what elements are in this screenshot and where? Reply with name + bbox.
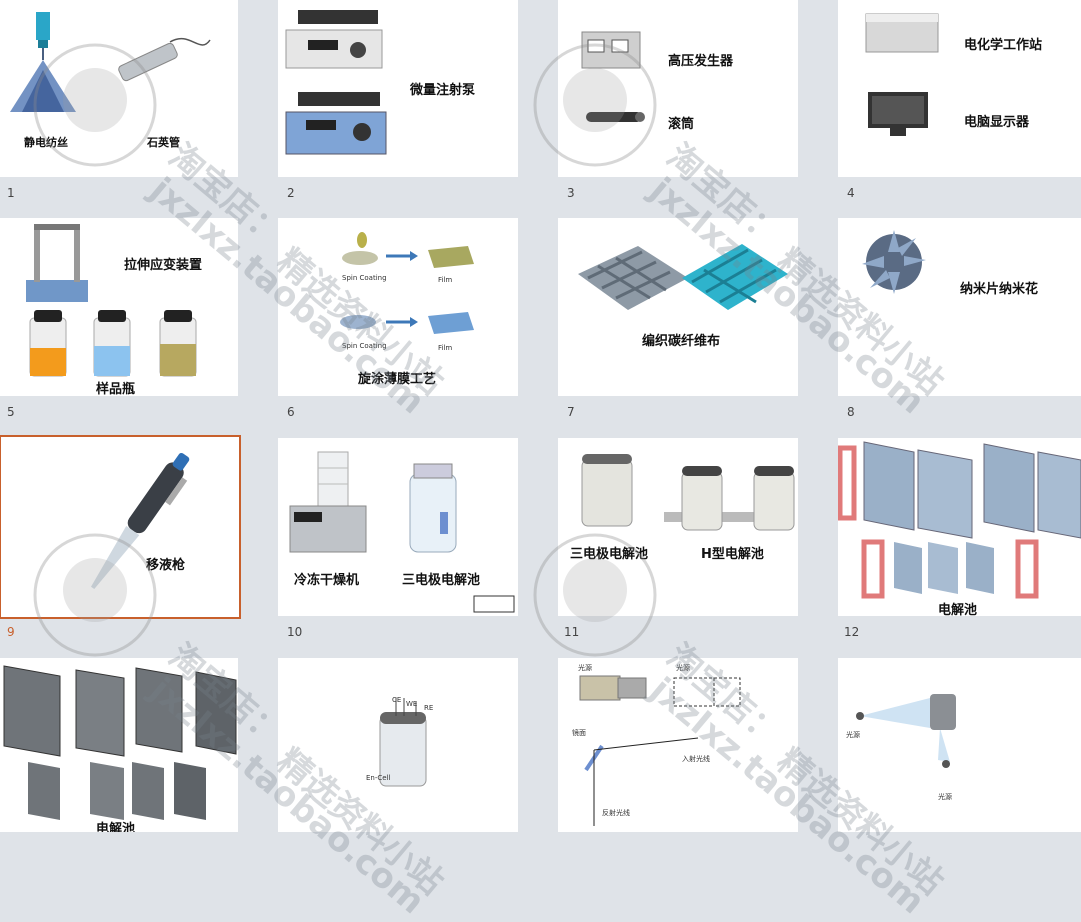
slide-14-re-label: RE	[424, 704, 434, 712]
slide-6-film-label-1: Film	[438, 276, 453, 284]
slide-16-source-2: 光源	[938, 793, 952, 801]
slide-thumbnail-10[interactable]: 冷冻干燥机 三电极电解池	[278, 438, 518, 616]
slide-number-3: 3	[567, 186, 575, 200]
slide-6-label-spin-process: 旋涂薄膜工艺	[358, 372, 437, 387]
slide-15-source-1: 光源	[578, 664, 592, 672]
slide-thumbnail-5[interactable]: 拉伸应变装置 样品瓶	[0, 218, 238, 396]
electrolyzer-exploded-illustration	[838, 441, 1081, 599]
slide-thumbnail-13[interactable]: 电解池	[0, 658, 238, 832]
slide-thumbnail-16[interactable]: 光源 光源	[838, 658, 1081, 832]
slide-4-label-monitor: 电脑显示器	[964, 115, 1030, 130]
slide-5-label-bottles: 样品瓶	[96, 382, 136, 396]
slide-number-5: 5	[7, 405, 15, 419]
slide-16-source-1: 光源	[846, 731, 860, 739]
slide-3-label-hv-generator: 高压发生器	[668, 54, 734, 69]
slide-15-source-2: 光源	[676, 664, 690, 672]
slide-number-9: 9	[7, 625, 15, 639]
slide-number-12: 12	[844, 625, 860, 639]
slide-13-label-electrolyzer: 电解池	[96, 822, 136, 832]
slide-thumbnail-2[interactable]: 微量注射泵	[278, 0, 518, 177]
slide-10-label-three-electrode: 三电极电解池	[402, 573, 481, 588]
spin-coating-illustration	[340, 232, 474, 334]
syringe-pump-illustration	[285, 10, 387, 155]
slide-thumbnail-3[interactable]: 高压发生器 滚筒	[558, 0, 798, 177]
slide-3-label-roller: 滚筒	[668, 117, 695, 132]
electrolytic-cells-illustration	[581, 454, 795, 531]
slide-6-film-label-2: Film	[438, 344, 453, 352]
slide-6-spin-label-1: Spin Coating	[342, 274, 387, 282]
slide-number-8: 8	[847, 405, 855, 419]
carbon-cloth-illustration	[578, 244, 788, 310]
slide-14-ce-label: CE	[392, 696, 402, 704]
slide-9-label-pipette: 移液枪	[146, 558, 186, 573]
slide-1-label-electrospinning: 静电纺丝	[24, 136, 68, 149]
light-source-illustration	[856, 694, 956, 768]
slide-thumbnail-1[interactable]: 静电纺丝 石英管	[0, 0, 238, 177]
slide-14-we-label: WE	[406, 700, 418, 708]
tensile-and-bottles-illustration	[26, 224, 197, 377]
slide-number-4: 4	[847, 186, 855, 200]
freeze-dryer-illustration	[289, 451, 515, 613]
slide-thumbnail-4[interactable]: 电化学工作站 电脑显示器	[838, 0, 1081, 177]
slide-thumbnail-8[interactable]: 纳米片纳米花	[838, 218, 1081, 396]
optics-illustration	[579, 675, 741, 826]
slide-4-label-workstation: 电化学工作站	[964, 38, 1043, 53]
slide-number-6: 6	[287, 405, 295, 419]
slide-6-spin-label-2: Spin Coating	[342, 342, 387, 350]
slide-15-incident: 入射光线	[682, 755, 710, 763]
slide-thumbnail-7[interactable]: 编织碳纤维布	[558, 218, 798, 396]
slide-1-label-quartz-tube: 石英管	[147, 136, 180, 149]
electrospinning-illustration	[10, 12, 211, 112]
slide-7-label-carbon-cloth: 编织碳纤维布	[642, 334, 721, 349]
slide-2-label-syringe-pump: 微量注射泵	[410, 83, 476, 98]
slide-14-en-label: En-Cell	[366, 774, 391, 782]
slide-number-2: 2	[287, 186, 295, 200]
slide-10-label-freeze-dryer: 冷冻干燥机	[294, 573, 360, 588]
slide-15-mirror: 镜面	[572, 729, 586, 737]
slide-number-11: 11	[564, 625, 580, 639]
slide-thumbnail-15[interactable]: 光源 光源 镜面 入射光线 反射光线	[558, 658, 798, 832]
slide-number-7: 7	[567, 405, 575, 419]
nanoflower-illustration	[862, 230, 926, 294]
slide-number-10: 10	[287, 625, 303, 639]
slide-11-label-h-cell: H型电解池	[701, 547, 764, 562]
pipette-illustration	[91, 452, 190, 590]
slide-8-label-nanoflower: 纳米片纳米花	[960, 282, 1039, 297]
slide-thumbnail-11[interactable]: 三电极电解池 H型电解池	[558, 438, 798, 616]
slide-thumbnail-6[interactable]: Spin Coating Film Spin Coating Film 旋涂薄膜…	[278, 218, 518, 396]
workstation-illustration	[865, 13, 939, 136]
slide-number-1: 1	[7, 186, 15, 200]
high-voltage-illustration	[581, 31, 645, 122]
electrolyzer-dark-illustration	[3, 665, 237, 820]
en-cell-illustration	[379, 698, 427, 787]
slide-thumbnail-14[interactable]: CE WE RE En-Cell	[278, 658, 518, 832]
slide-thumbnail-9[interactable]: 移液枪	[0, 435, 241, 619]
slide-thumbnail-12[interactable]: 电解池	[838, 438, 1081, 616]
slide-5-label-tensile: 拉伸应变装置	[124, 258, 203, 273]
slide-11-label-three-electrode: 三电极电解池	[570, 547, 649, 562]
slide-12-label-electrolyzer: 电解池	[938, 603, 978, 616]
slide-15-reflect: 反射光线	[602, 809, 630, 817]
